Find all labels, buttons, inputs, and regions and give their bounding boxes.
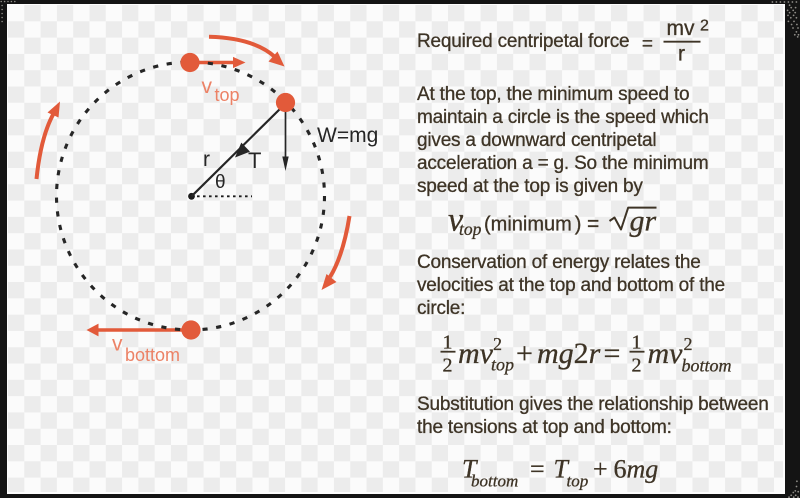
svg-text:top: top bbox=[215, 85, 240, 105]
svg-text:mv: mv bbox=[458, 337, 494, 370]
svg-text:T: T bbox=[462, 455, 478, 484]
svg-text:mv: mv bbox=[667, 17, 695, 40]
svg-text:gr: gr bbox=[630, 205, 657, 238]
svg-text:2: 2 bbox=[632, 355, 642, 377]
svg-text:v: v bbox=[202, 75, 213, 98]
svg-text:r: r bbox=[678, 43, 685, 66]
svg-text:=: = bbox=[604, 337, 621, 370]
svg-text:r: r bbox=[203, 148, 210, 171]
svg-text:top: top bbox=[459, 219, 482, 239]
svg-text:1: 1 bbox=[443, 332, 453, 354]
svg-text:2: 2 bbox=[700, 18, 709, 35]
svg-text:mv: mv bbox=[648, 337, 684, 370]
svg-text:(minimum): (minimum) bbox=[484, 214, 581, 236]
svg-text:bottom: bottom bbox=[682, 356, 732, 376]
svg-text:T: T bbox=[554, 455, 570, 484]
svg-text:v: v bbox=[448, 202, 464, 239]
svg-text:6mg: 6mg bbox=[614, 455, 659, 484]
svg-text:2: 2 bbox=[684, 334, 693, 354]
svg-text:2: 2 bbox=[443, 355, 453, 377]
svg-text:=: = bbox=[530, 455, 545, 484]
svg-text:W=mg: W=mg bbox=[317, 124, 378, 147]
svg-text:bottom: bottom bbox=[471, 472, 518, 491]
svg-text:+: + bbox=[516, 337, 533, 370]
svg-text:bottom: bottom bbox=[125, 345, 180, 365]
svg-text:top: top bbox=[567, 472, 589, 491]
svg-text:2: 2 bbox=[493, 334, 502, 354]
svg-text:+: + bbox=[593, 455, 608, 484]
svg-text:v: v bbox=[112, 333, 123, 356]
svg-text:1: 1 bbox=[632, 332, 642, 354]
svg-text:θ: θ bbox=[215, 172, 226, 193]
svg-text:top: top bbox=[491, 355, 514, 375]
svg-text:mg2r: mg2r bbox=[537, 337, 601, 370]
svg-text:T: T bbox=[248, 148, 261, 173]
svg-text:=: = bbox=[587, 213, 599, 236]
